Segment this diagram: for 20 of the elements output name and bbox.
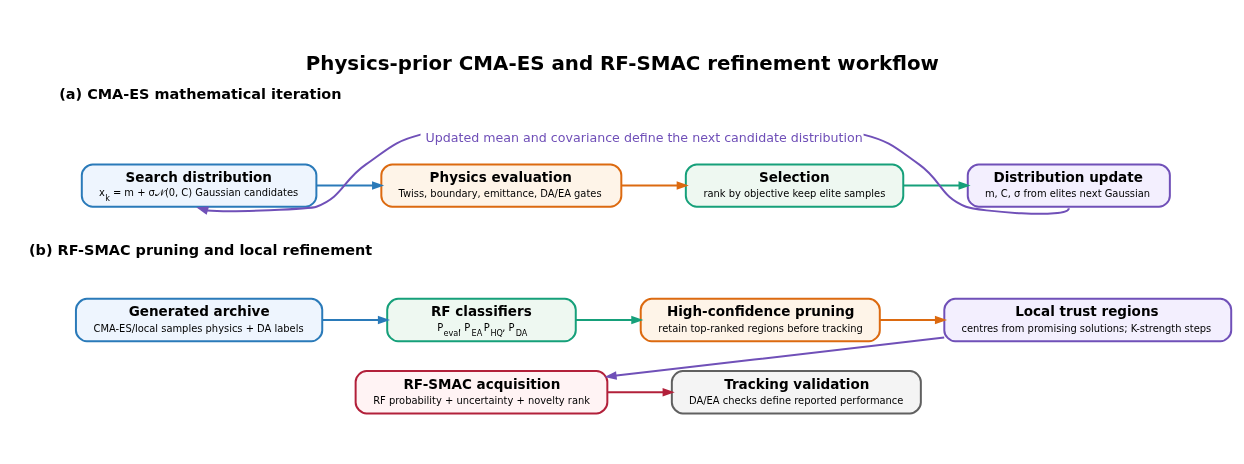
node-box: High-confidence pruning retain top-ranked regions before tracking: [639, 297, 881, 342]
arrow: [315, 180, 385, 190]
arrow: [321, 315, 390, 324]
diagram-title: Physics-prior CMA-ES and RF-SMAC refinement workflow: [305, 51, 939, 75]
node-box: Distribution update m, C, σ from elites next Gaussian: [966, 162, 1171, 208]
arrow: [604, 336, 946, 380]
node-box: Generated archive CMA-ES/local samples physics + DA labels: [74, 297, 324, 342]
node-box: Local trust regions centres from promising solutions; K-strength steps: [943, 297, 1233, 342]
arrow: [606, 387, 675, 396]
arrow: [574, 315, 644, 324]
node-box: Physics evaluation Twiss, boundary, emittance, DA/EA gates: [380, 162, 623, 208]
label: (a) CMA-ES mathematical iteration: [59, 85, 342, 102]
node-box: RF-SMAC acquisition RF probability + uncertainty + novelty rank: [354, 369, 609, 414]
edge-label: Updated mean and covariance define the next candidate distribution: [425, 129, 863, 145]
arrow: [620, 180, 689, 190]
node-box: Selection rank by objective keep elite samples: [684, 162, 905, 208]
arrow: [878, 315, 948, 324]
arrow: [902, 180, 971, 190]
node-box: Tracking validation DA/EA checks define reported performance: [670, 369, 922, 414]
label: (b) RF-SMAC pruning and local refinement: [29, 241, 373, 258]
